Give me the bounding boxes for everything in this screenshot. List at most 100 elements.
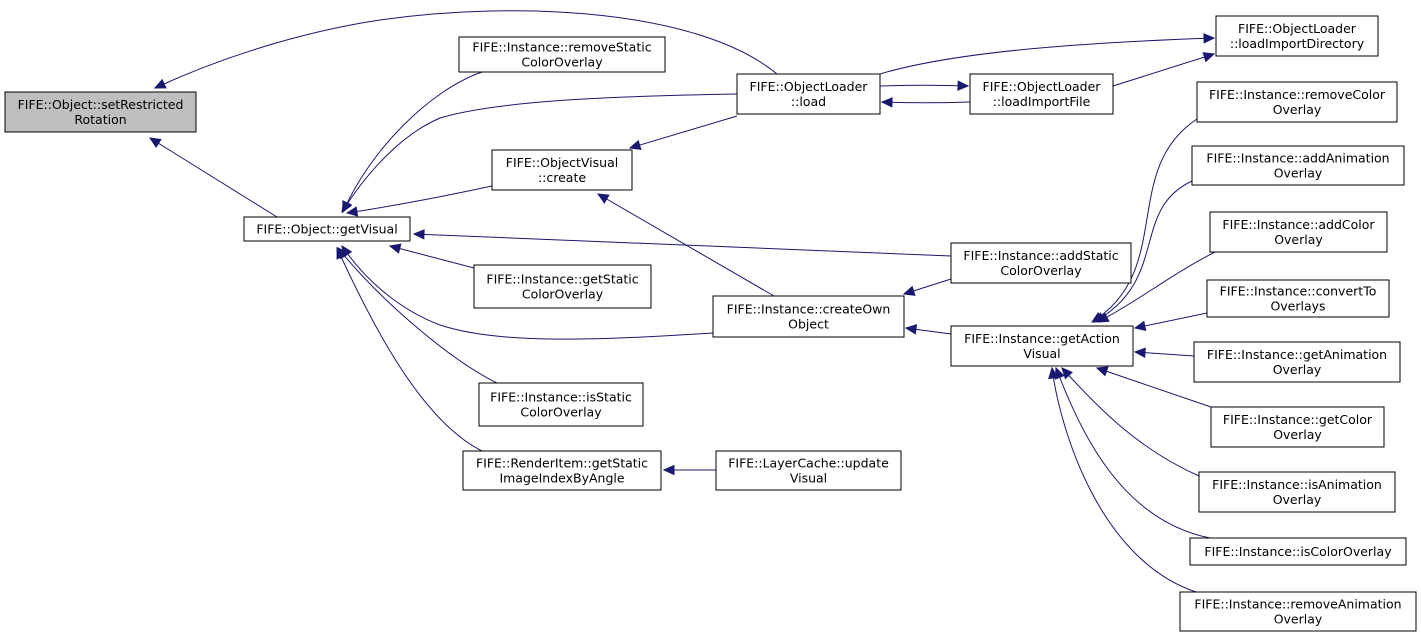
node-label-line: Overlay xyxy=(1273,362,1322,377)
edges-layer xyxy=(148,10,1216,593)
node-label-line: ColorOverlay xyxy=(522,287,604,302)
edge-layerCacheUpdateVisual-to-getStaticImageIndexByAngle xyxy=(662,464,716,476)
node-box xyxy=(950,325,1134,367)
node-box xyxy=(1210,406,1385,448)
edge-createOwnObject-to-objectVisualCreate xyxy=(596,193,775,297)
node-isColorOverlay[interactable]: FIFE::Instance::isColorOverlay xyxy=(1189,537,1407,566)
arrow-head-icon xyxy=(628,139,642,151)
edge-getStaticImageIndexByAngle-to-getVisual xyxy=(336,246,483,452)
node-box xyxy=(473,264,652,309)
arrow-head-icon xyxy=(1048,366,1059,380)
node-loadImportDirectory[interactable]: FIFE::ObjectLoader::loadImportDirectory xyxy=(1215,15,1379,57)
arrow-head-icon xyxy=(596,193,610,204)
edge-line xyxy=(879,37,1215,75)
node-label-line: Overlay xyxy=(1274,612,1323,627)
arrow-head-icon xyxy=(336,246,347,260)
edge-addColorOverlay-to-getActionVisual xyxy=(1096,251,1216,323)
arrow-head-icon xyxy=(1203,33,1216,44)
node-objectVisualCreate[interactable]: FIFE::ObjectVisual::create xyxy=(491,149,633,191)
node-label-line: ColorOverlay xyxy=(521,55,603,70)
node-label-line: FIFE::Instance::getAnimation xyxy=(1207,347,1387,362)
edge-line xyxy=(149,137,278,218)
edge-getActionVisual-to-createOwnObject xyxy=(904,324,952,335)
edge-loadImportFile-to-objectLoaderLoad xyxy=(880,97,971,108)
edge-line xyxy=(389,245,475,269)
arrow-head-icon xyxy=(957,80,970,91)
node-box xyxy=(1191,145,1405,186)
arrow-head-icon xyxy=(345,206,359,217)
node-label-line: Overlay xyxy=(1274,232,1323,247)
node-objectLoaderLoad[interactable]: FIFE::ObjectLoader::load xyxy=(736,73,881,115)
node-label-line: FIFE::Object::setRestricted xyxy=(18,97,184,112)
node-getStaticImageIndexByAngle[interactable]: FIFE::RenderItem::getStaticImageIndexByA… xyxy=(462,450,662,491)
edge-line xyxy=(342,71,483,213)
edge-line xyxy=(629,115,738,149)
edge-line xyxy=(341,93,738,213)
arrow-head-icon xyxy=(388,243,402,254)
edge-addStaticColorOverlay-to-createOwnObject xyxy=(902,278,952,296)
edge-line xyxy=(1112,53,1215,87)
arrow-head-icon xyxy=(1061,367,1073,380)
node-label-line: FIFE::Instance::createOwn xyxy=(727,302,891,317)
node-box xyxy=(462,450,662,491)
node-label-line: FIFE::Instance::getAction xyxy=(964,331,1120,346)
node-label-line: FIFE::RenderItem::getStatic xyxy=(476,456,648,471)
node-label-line: Overlays xyxy=(1270,299,1325,314)
node-box xyxy=(1209,211,1388,253)
node-label-line: FIFE::ObjectLoader xyxy=(983,79,1102,94)
edge-removeAnimationOverlay-to-getActionVisual xyxy=(1048,366,1197,593)
node-label-line: FIFE::Instance::addAnimation xyxy=(1206,151,1389,166)
edge-objectLoaderLoad-to-getVisual xyxy=(341,93,738,214)
edge-getColorOverlay-to-getActionVisual xyxy=(1095,366,1212,408)
edge-getAnimationOverlay-to-getActionVisual xyxy=(1133,347,1195,358)
node-label-line: FIFE::Object::getVisual xyxy=(256,222,397,237)
node-label-line: ImageIndexByAngle xyxy=(499,471,624,486)
arrow-head-icon xyxy=(1133,347,1146,358)
node-label-line: ColorOverlay xyxy=(1000,263,1082,278)
node-box xyxy=(712,295,905,338)
node-label-line: Overlay xyxy=(1273,102,1322,117)
node-label-line: FIFE::Instance::getStatic xyxy=(486,272,638,287)
node-label-line: ::loadImportFile xyxy=(993,94,1091,109)
node-loadImportFile[interactable]: FIFE::ObjectLoader::loadImportFile xyxy=(969,73,1114,115)
edge-loadImportFile-to-loadImportDirectory xyxy=(1112,52,1216,87)
node-box xyxy=(478,382,644,427)
node-label-line: FIFE::Instance::isColorOverlay xyxy=(1204,544,1392,559)
node-box xyxy=(1189,537,1407,566)
node-box xyxy=(1206,279,1390,318)
edge-line xyxy=(336,247,483,452)
edge-line xyxy=(1097,251,1216,323)
node-label-line: Object xyxy=(788,317,829,332)
arrow-head-icon xyxy=(904,324,918,335)
node-box xyxy=(969,73,1114,115)
node-label-line: FIFE::Instance::convertTo xyxy=(1220,284,1377,299)
edge-line xyxy=(879,84,969,87)
edge-line xyxy=(154,10,778,89)
node-getVisual[interactable]: FIFE::Object::getVisual xyxy=(243,216,411,242)
node-label-line: ::load xyxy=(791,94,826,109)
edge-objectLoaderLoad-to-setRestrictedRotation xyxy=(153,10,778,89)
node-label-line: ::create xyxy=(538,170,586,185)
edge-objectLoaderLoad-to-loadImportDirectory xyxy=(879,33,1216,75)
node-label-line: Visual xyxy=(1023,346,1060,361)
edge-objectLoaderLoad-to-loadImportFile xyxy=(879,80,970,91)
node-box xyxy=(736,73,881,115)
arrow-head-icon xyxy=(1095,366,1109,377)
